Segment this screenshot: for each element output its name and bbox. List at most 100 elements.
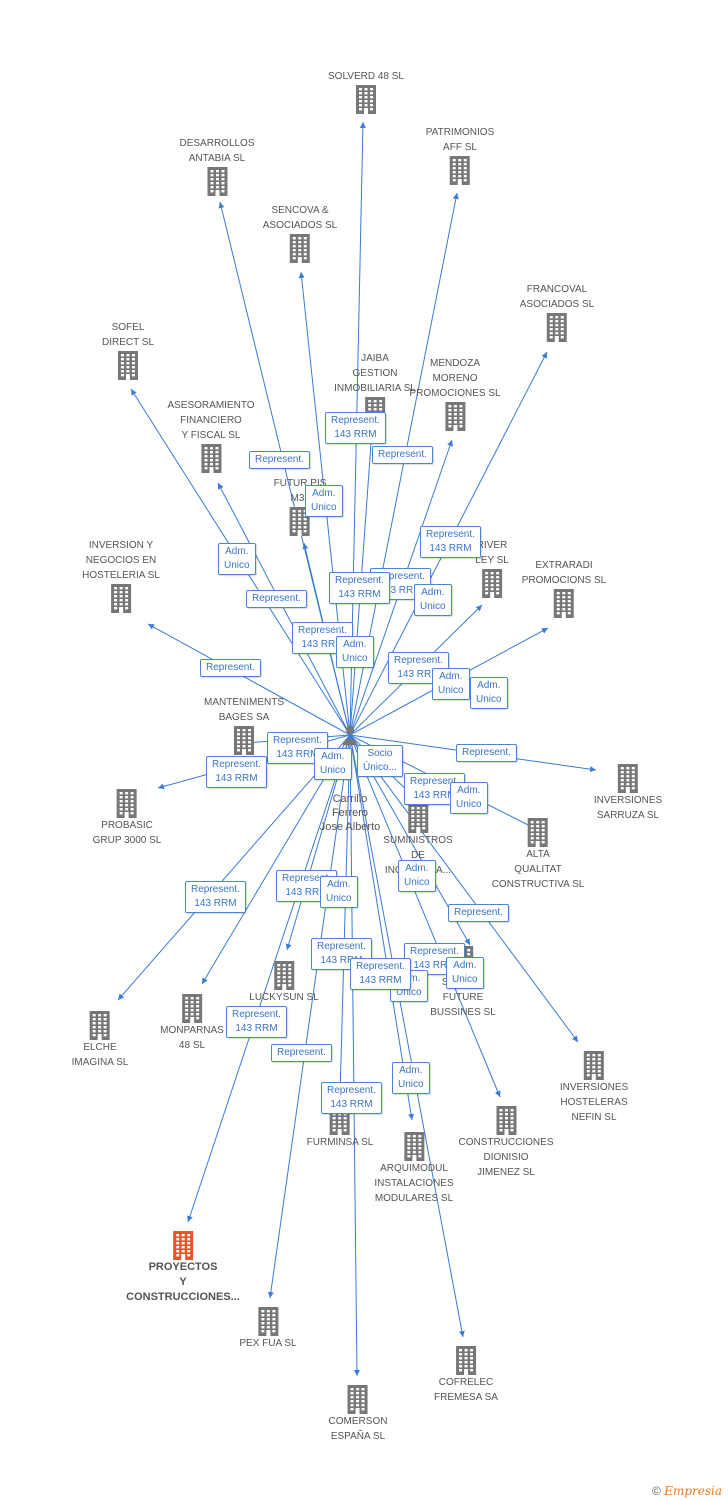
building-icon: [111, 584, 131, 613]
company-node-sencova[interactable]: SENCOVA & ASOCIADOS SL: [263, 203, 337, 263]
building-icon: [527, 818, 548, 847]
company-label: ELCHE IMAGINA SL: [71, 1042, 129, 1068]
company-node-dionisio[interactable]: CONSTRUCCIONES DIONISIO JIMENEZ SL: [458, 1105, 554, 1180]
company-label: MONPARNAS 48 SL: [160, 1025, 224, 1051]
company-node-extraradi[interactable]: EXTRARADI PROMOCIONS SL: [522, 558, 606, 618]
company-label: INVERSIONES HOSTELERAS NEFIN SL: [559, 1082, 629, 1123]
company-node-inversion[interactable]: INVERSION Y NEGOCIOS EN HOSTELERIA SL: [82, 538, 160, 613]
building-icon: [617, 764, 638, 793]
relation-label: Represent. 143 RRM: [226, 1006, 287, 1038]
company-node-desarrollos[interactable]: DESARROLLOS ANTABIA SL: [179, 136, 255, 196]
edge-proyectos: [187, 734, 351, 1223]
building-icon: [456, 1346, 476, 1375]
building-icon: [444, 402, 465, 431]
relation-label: Adm. Unico: [336, 636, 374, 668]
building-icon: [404, 1132, 424, 1161]
relation-label: Represent.: [271, 1044, 332, 1062]
company-label: MENDOZA MORENO PROMOCIONES SL: [409, 358, 501, 399]
building-icon: [258, 1307, 278, 1336]
edge-cofrelec: [349, 734, 465, 1338]
company-label: INVERSIONES SARRUZA SL: [593, 795, 663, 821]
building-icon: [201, 444, 221, 473]
relation-label: Adm. Unico: [450, 782, 488, 814]
company-node-proyectos[interactable]: PROYECTOS Y CONSTRUCCIONES...: [126, 1230, 240, 1305]
company-label: PEX FUA SL: [239, 1338, 297, 1349]
company-label: SOLVERD 48 SL: [328, 71, 404, 82]
company-node-arquimodul[interactable]: ARQUIMODUL INSTALACIONES MODULARES SL: [374, 1131, 454, 1206]
building-icon: [583, 1051, 604, 1080]
company-node-pexfua[interactable]: PEX FUA SL: [239, 1306, 297, 1351]
edge-asesoramiento: [217, 482, 351, 736]
building-icon: [290, 234, 310, 263]
relation-label: Represent.: [249, 451, 310, 469]
company-label: FUTUR PIS M3J: [273, 478, 327, 504]
company-label: JAIBA GESTION INMOBILIARIA SL: [334, 353, 416, 394]
company-node-luckysun[interactable]: LUCKYSUN SL: [249, 960, 319, 1005]
company-node-cofrelec[interactable]: COFRELEC FREMESA SA: [434, 1345, 498, 1405]
edge-dionisio: [349, 734, 501, 1098]
company-node-francoval[interactable]: FRANCOVAL ASOCIADOS SL: [520, 282, 594, 342]
edge-hosteleras: [349, 734, 579, 1043]
relation-label: Represent. 143 RRM: [329, 572, 390, 604]
relation-label: Adm. Unico: [314, 748, 352, 780]
relation-label: Represent. 143 RRM: [420, 526, 481, 558]
relation-label: Represent. 143 RRM: [350, 958, 411, 990]
company-node-alta[interactable]: ALTA QUALITAT CONSTRUCTIVA SL: [491, 817, 585, 892]
edge-comerson: [349, 734, 360, 1377]
building-icon: [173, 1231, 193, 1260]
center-person[interactable]: Carrillo Ferrero Jose Alberto: [320, 778, 381, 834]
building-icon: [348, 1385, 368, 1414]
company-label: EXTRARADI PROMOCIONS SL: [521, 560, 607, 586]
company-node-patrimonios[interactable]: PATRIMONIOS AFF SL: [426, 125, 494, 185]
building-icon: [356, 85, 376, 114]
company-label: RIVER LEY SL: [475, 540, 509, 566]
building-icon: [407, 804, 428, 833]
building-icon: [234, 726, 254, 755]
company-label: FURMINSA SL: [306, 1137, 374, 1148]
company-node-probasic[interactable]: PROBASIC GRUP 3000 SL: [93, 788, 161, 848]
relation-label: Adm. Unico: [392, 1062, 430, 1094]
building-icon: [207, 167, 227, 196]
relation-label: Adm. Unico: [398, 860, 436, 892]
relation-label: Represent.: [372, 446, 433, 464]
company-label: PROYECTOS Y CONSTRUCCIONES...: [126, 1261, 240, 1303]
company-node-asesoramiento[interactable]: ASESORAMIENTO FINANCIERO Y FISCAL SL: [167, 398, 255, 473]
building-icon: [90, 1011, 110, 1040]
edge-furminsa: [337, 734, 351, 1096]
company-node-solverd[interactable]: SOLVERD 48 SL: [328, 69, 404, 114]
company-label: DESARROLLOS ANTABIA SL: [179, 138, 255, 164]
company-node-manteniments[interactable]: MANTENIMENTS BAGES SA: [204, 695, 284, 755]
company-node-river[interactable]: RIVER LEY SL: [475, 538, 509, 598]
company-label: SENCOVA & ASOCIADOS SL: [262, 205, 338, 231]
company-label: ARQUIMODUL INSTALACIONES MODULARES SL: [374, 1163, 454, 1204]
relation-label: Adm. Unico: [446, 957, 484, 989]
company-node-hosteleras[interactable]: INVERSIONES HOSTELERAS NEFIN SL: [560, 1050, 628, 1125]
company-node-sofel[interactable]: SOFEL DIRECT SL: [102, 320, 154, 380]
company-label: LUCKYSUN SL: [249, 992, 319, 1003]
company-label: ALTA QUALITAT CONSTRUCTIVA SL: [491, 849, 585, 890]
company-node-monparnas[interactable]: MONPARNAS 48 SL: [160, 993, 224, 1053]
company-label: MANTENIMENTS BAGES SA: [204, 697, 284, 723]
building-icon: [554, 589, 574, 618]
company-node-sarruza[interactable]: INVERSIONES SARRUZA SL: [594, 763, 662, 823]
building-icon: [274, 961, 294, 990]
relation-label: Socio Único...: [357, 745, 403, 777]
building-icon: [118, 351, 138, 380]
building-icon: [117, 789, 137, 818]
building-icon: [182, 994, 202, 1023]
edge-inversion: [147, 623, 351, 736]
company-node-mendoza[interactable]: MENDOZA MORENO PROMOCIONES SL: [409, 356, 501, 431]
copyright: © Empresia: [652, 1484, 722, 1498]
relation-label: Adm. Unico: [470, 677, 508, 709]
building-icon: [547, 313, 567, 342]
company-label: COFRELEC FREMESA SA: [434, 1377, 498, 1403]
company-node-comerson[interactable]: COMERSON ESPAÑA SL: [329, 1384, 387, 1444]
relation-label: Represent.: [246, 590, 307, 608]
edge-elche: [117, 734, 351, 1001]
company-node-elche[interactable]: ELCHE IMAGINA SL: [71, 1010, 129, 1070]
relation-label: Adm. Unico: [432, 668, 470, 700]
company-label: SOFEL DIRECT SL: [101, 322, 155, 348]
building-icon: [481, 569, 502, 598]
relation-label: Represent.: [200, 659, 261, 677]
relation-label: Represent. 143 RRM: [325, 412, 386, 444]
